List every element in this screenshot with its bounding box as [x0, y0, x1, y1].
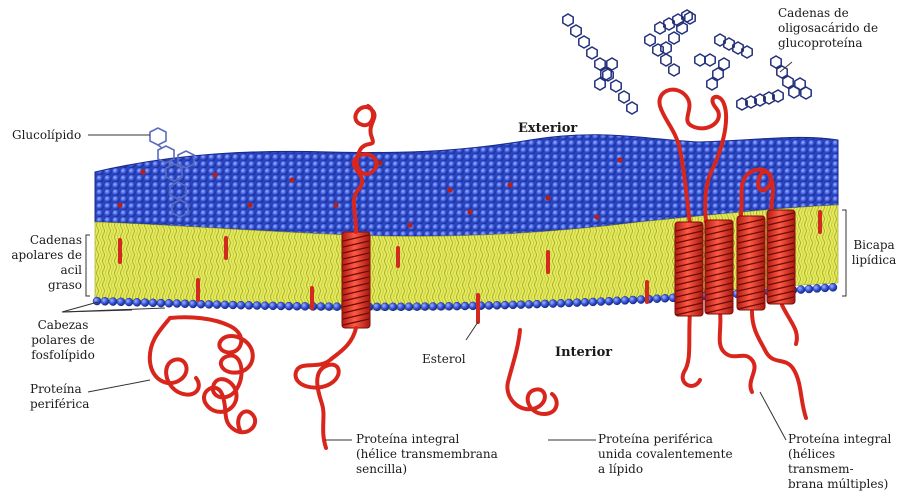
label-proteina-periferica: Proteína periférica — [30, 382, 89, 412]
membrane-illustration — [0, 0, 900, 475]
peripheral-protein-left — [150, 317, 255, 432]
label-exterior: Exterior — [518, 121, 577, 136]
label-proteina-integral-sencilla: Proteína integral (hélice transmembrana … — [356, 432, 498, 477]
membrane-diagram: Glucolípido Exterior Interior Esterol Ca… — [0, 0, 900, 475]
label-proteina-integral-multiples: Proteína integral (hélices transmem- bra… — [788, 432, 900, 492]
label-glucolipido: Glucolípido — [12, 128, 81, 143]
label-proteina-periferica-lipido: Proteína periférica unida covalentemente… — [598, 432, 733, 477]
label-interior: Interior — [555, 345, 612, 360]
lipid-anchored-protein — [507, 330, 556, 414]
label-esterol: Esterol — [422, 352, 466, 367]
label-cadenas-acil: Cadenas apolares de acil graso — [8, 233, 82, 293]
label-bicapa: Bicapa lipídica — [850, 238, 898, 268]
label-cadenas-oligosacarido: Cadenas de oligosacárido de glucoproteín… — [778, 6, 878, 51]
label-cabezas-polares: Cabezas polares de fosfolípido — [20, 318, 106, 363]
